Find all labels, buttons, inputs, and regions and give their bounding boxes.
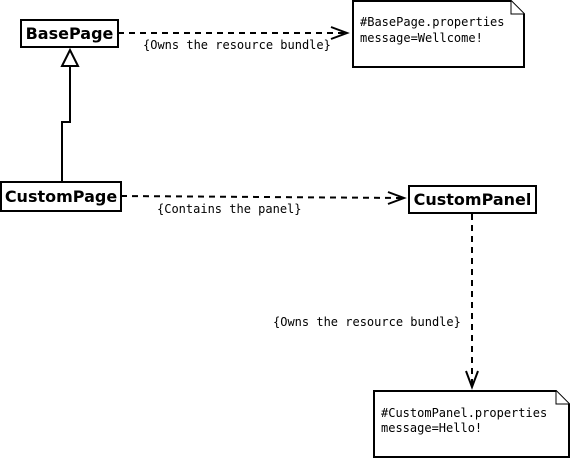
class-custompage-box: [0, 181, 122, 212]
note-basepage-properties: #BasePage.properties message=Wellcome!: [352, 0, 525, 68]
class-basepage-label: BasePage: [26, 24, 114, 43]
base-owns-label: {Owns the resource bundle}: [143, 38, 331, 52]
contains-arrowhead: [387, 191, 407, 205]
contains-label: {Contains the panel}: [157, 202, 302, 216]
panel-owns-label: {Owns the resource bundle}: [273, 315, 461, 329]
note-body: [373, 390, 570, 458]
panel-note-arrowhead: [465, 370, 479, 390]
base-note-arrowhead: [330, 26, 350, 40]
note-custompanel-properties: #CustomPanel.properties message=Hello!: [373, 390, 570, 458]
note-fold: [510, 1, 524, 15]
class-basepage[interactable]: BasePage: [20, 19, 119, 48]
class-basepage-box: [20, 19, 119, 48]
note-fold: [555, 391, 569, 405]
note-line-1: #BasePage.properties: [360, 15, 505, 29]
note-line-2: message=Hello!: [381, 421, 482, 435]
class-custompanel-box: [408, 185, 537, 214]
note-body: [352, 0, 525, 68]
inheritance-edge: [61, 66, 71, 182]
inheritance-arrowhead: [60, 47, 80, 67]
note-line-2: message=Wellcome!: [360, 31, 483, 45]
note-line-1: #CustomPanel.properties: [381, 406, 547, 420]
class-custompage-label: CustomPage: [5, 187, 118, 206]
class-custompage[interactable]: CustomPage: [0, 181, 122, 212]
class-custompanel-label: CustomPanel: [414, 190, 532, 209]
contains-edge: [120, 195, 404, 199]
class-custompanel[interactable]: CustomPanel: [408, 185, 537, 214]
